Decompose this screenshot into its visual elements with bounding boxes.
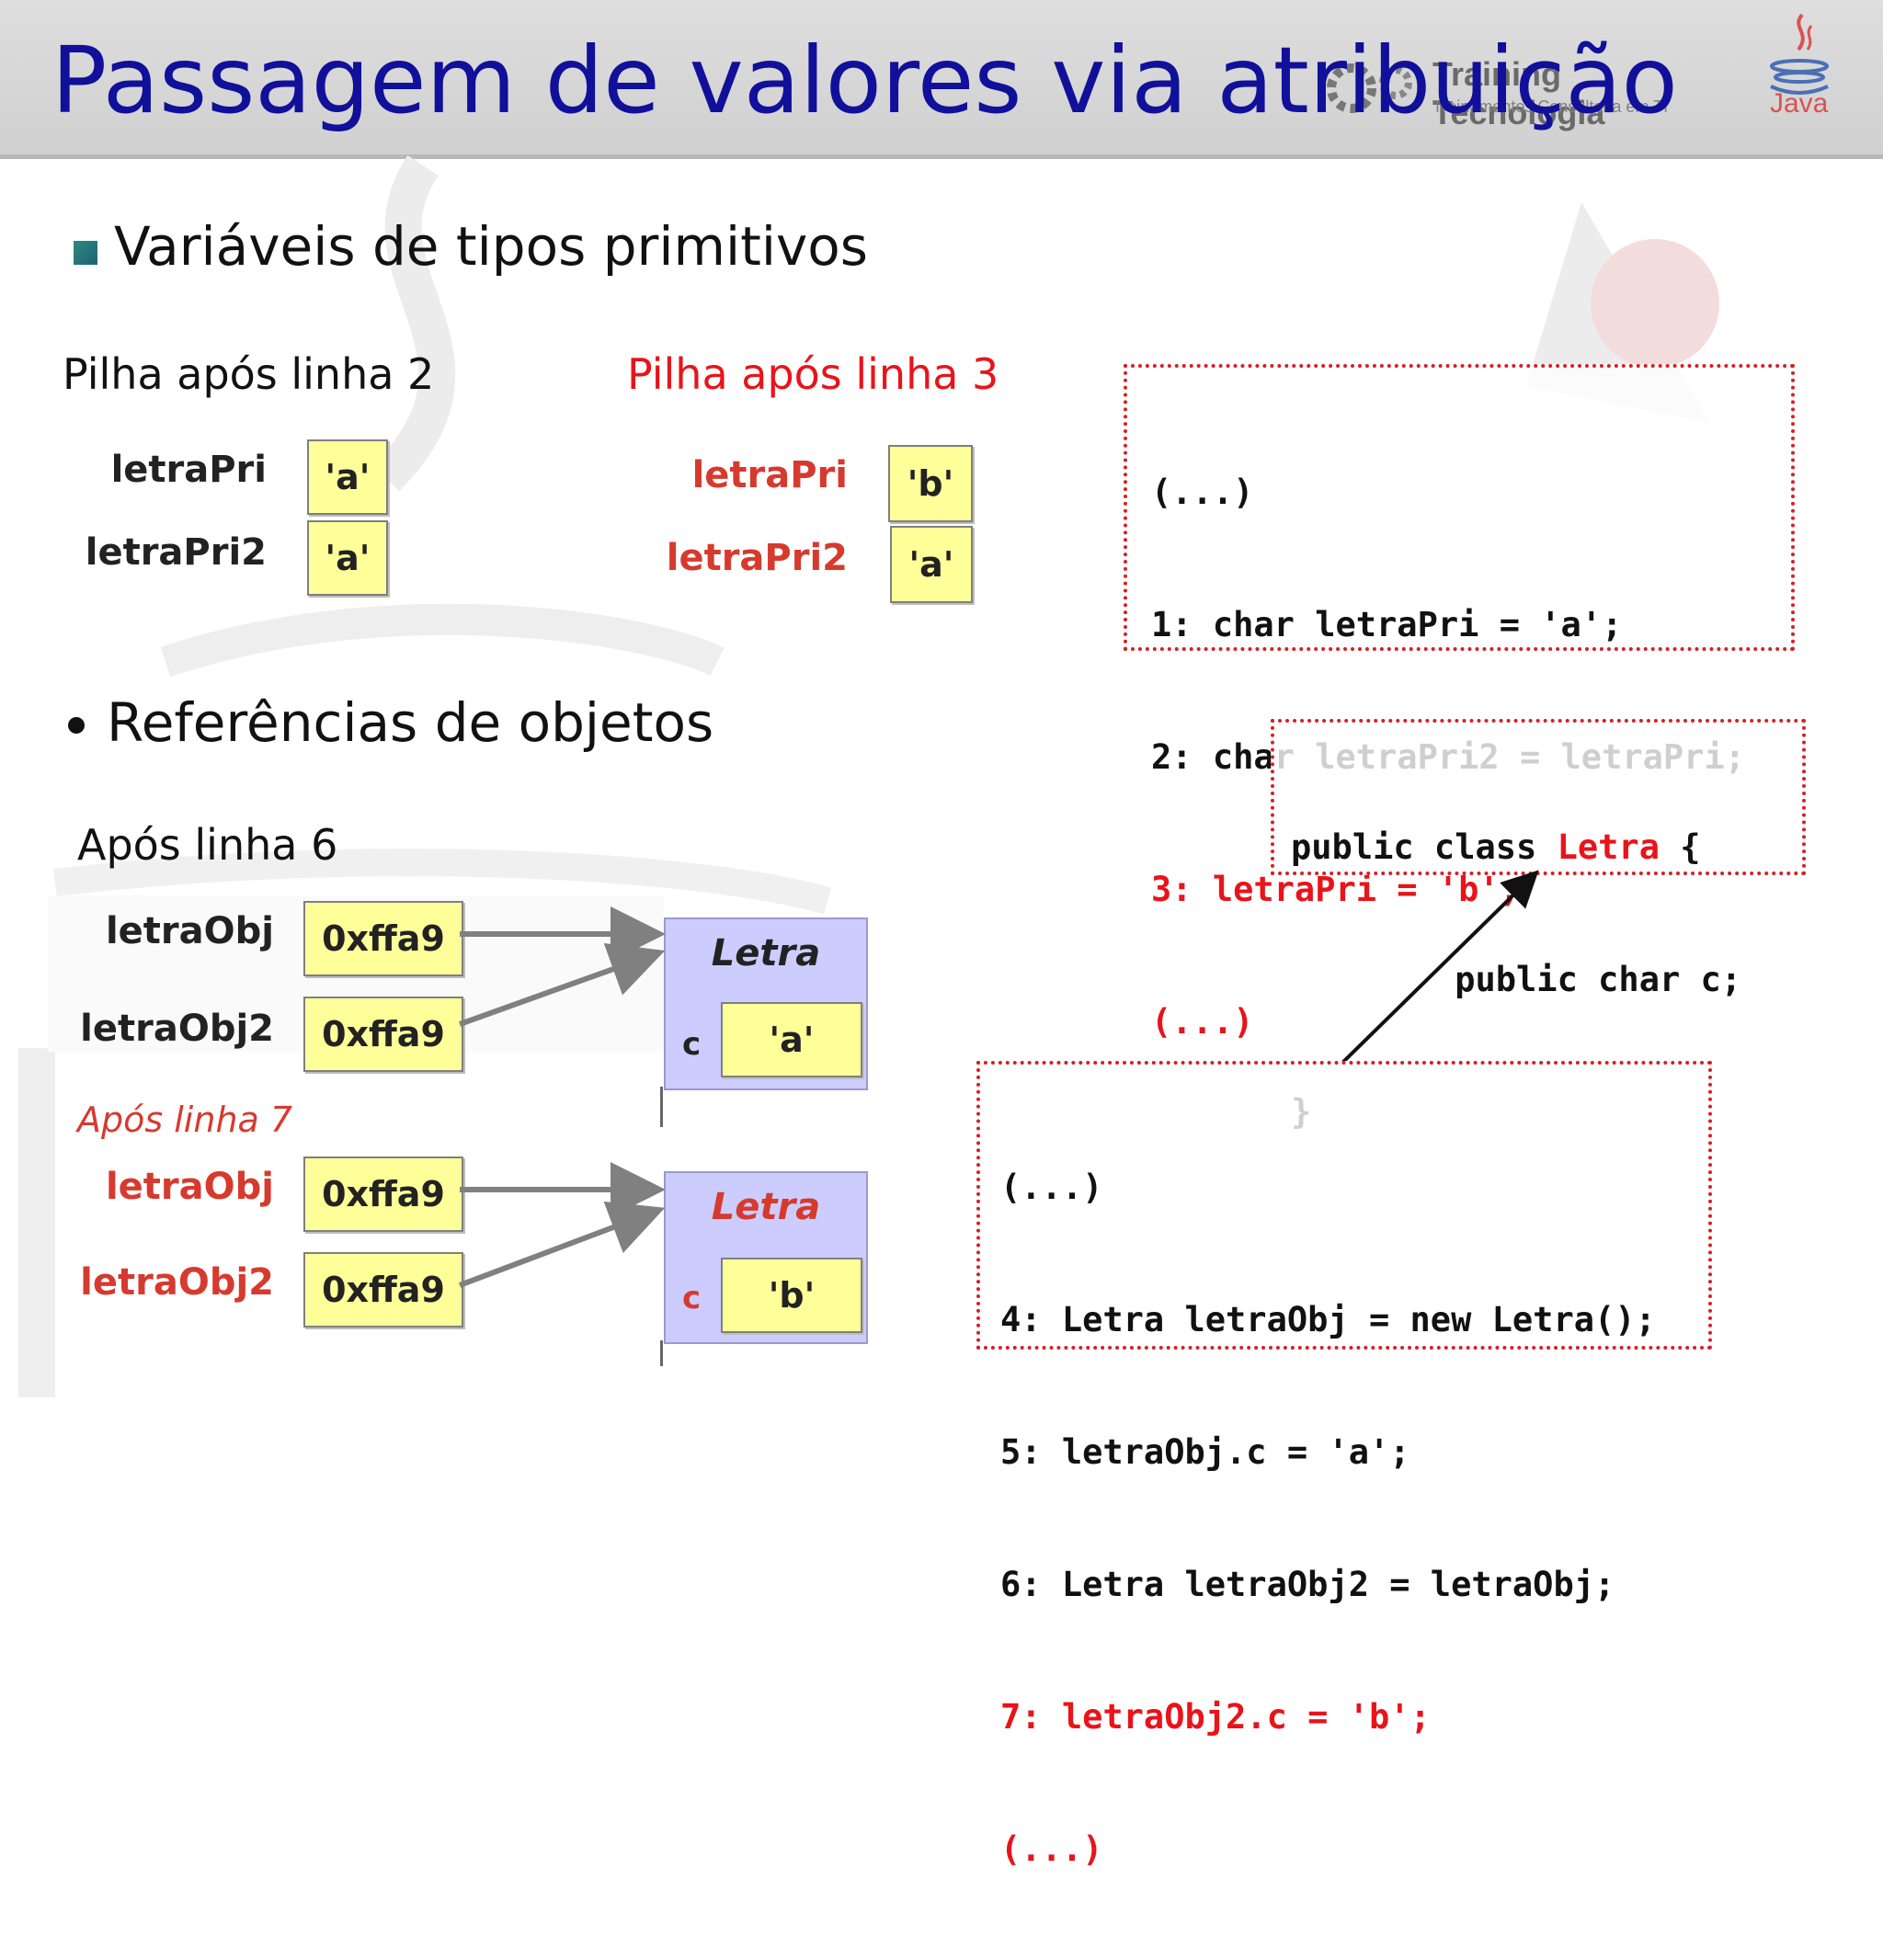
code-text: { — [1659, 827, 1701, 867]
field-name: c — [682, 1280, 702, 1316]
code-line: (...) — [1151, 1002, 1254, 1042]
var-name: letraPri — [110, 449, 267, 491]
object-class-name: Letra — [711, 932, 821, 974]
field-value: 'b' — [721, 1258, 862, 1333]
code-line-highlight: 3: letraPri = 'b'; — [1151, 870, 1520, 909]
divider — [660, 1087, 663, 1127]
heading-objects: Referências de objetos — [107, 691, 714, 754]
code-line: 4: Letra letraObj = new Letra(); — [1000, 1300, 1656, 1339]
pointer-arrow — [458, 942, 666, 1027]
code-line: public char c; — [1291, 960, 1742, 999]
var-name: letraObj — [105, 1166, 274, 1208]
var-name: letraPri2 — [666, 537, 848, 579]
var-name: letraObj — [105, 910, 274, 952]
code-line: 1: char letraPri = 'a'; — [1151, 605, 1623, 644]
watermark-decoration — [18, 154, 1719, 1397]
code-line: (...) — [1000, 1168, 1103, 1207]
code-line: (...) — [1151, 473, 1254, 512]
bullet-square-icon — [74, 241, 97, 265]
field-value: 'a' — [721, 1002, 862, 1077]
reference-cell: 0xffa9 — [303, 1157, 463, 1232]
arrows-layer — [458, 870, 1539, 1288]
object-class-name: Letra — [711, 1186, 821, 1228]
code-line-highlight: 7: letraObj2.c = 'b'; — [1000, 1697, 1431, 1737]
code-box-objects: (...) 4: Letra letraObj = new Letra(); 5… — [976, 1061, 1712, 1869]
java-cup-icon — [1770, 13, 1829, 95]
var-name: letraObj2 — [80, 1261, 274, 1304]
label-stack-line2: Pilha após linha 2 — [63, 349, 435, 399]
object-letra: Letra c 'b' — [664, 1171, 868, 1344]
code-line: (...) — [1000, 1829, 1103, 1869]
value-cell: 'a' — [890, 526, 973, 603]
bullet-dot-icon — [68, 717, 85, 734]
field-name: c — [682, 1026, 702, 1063]
code-box-primitives: (...) 1: char letraPri = 'a'; 2: char le… — [1124, 364, 1795, 1042]
slide-header — [0, 0, 1883, 159]
heading-primitives: Variáveis de tipos primitivos — [114, 215, 869, 278]
var-name: letraPri2 — [85, 531, 267, 574]
pointer-arrow — [458, 1201, 666, 1288]
divider — [660, 1340, 663, 1366]
brand-tagline: Treinamentos Consultoria em TI — [1432, 97, 1669, 116]
value-cell: 'a' — [307, 439, 388, 515]
var-name: letraObj2 — [80, 1008, 274, 1050]
slide-title: Passagem de valores via atribuição — [51, 27, 1678, 134]
label-after-line7: Após linha 7 — [77, 1100, 293, 1140]
brand-name: Training Tecnologia — [1432, 55, 1605, 131]
value-cell: 'a' — [307, 520, 388, 596]
brand-logo: Training Tecnologia Treinamentos Consult… — [1315, 51, 1729, 131]
var-name: letraPri — [691, 454, 848, 496]
reference-cell: 0xffa9 — [303, 901, 463, 976]
code-box-class: public class Letra { public char c; } — [1271, 719, 1806, 1132]
java-label: Java — [1770, 88, 1829, 119]
code-text: public class — [1291, 827, 1558, 867]
gear-logo-icon — [1327, 63, 1412, 113]
reference-cell: 0xffa9 — [303, 1252, 463, 1328]
reference-cell: 0xffa9 — [303, 997, 463, 1072]
object-letra: Letra c 'a' — [664, 917, 868, 1090]
class-name: Letra — [1557, 827, 1660, 867]
label-after-line6: Após linha 6 — [77, 820, 338, 870]
code-line: 5: letraObj.c = 'a'; — [1000, 1432, 1410, 1472]
class-link-arrow — [1341, 870, 1539, 1065]
value-cell: 'b' — [888, 445, 973, 522]
label-stack-line3: Pilha após linha 3 — [627, 349, 999, 399]
code-line: 6: Letra letraObj2 = letraObj; — [1000, 1565, 1615, 1604]
